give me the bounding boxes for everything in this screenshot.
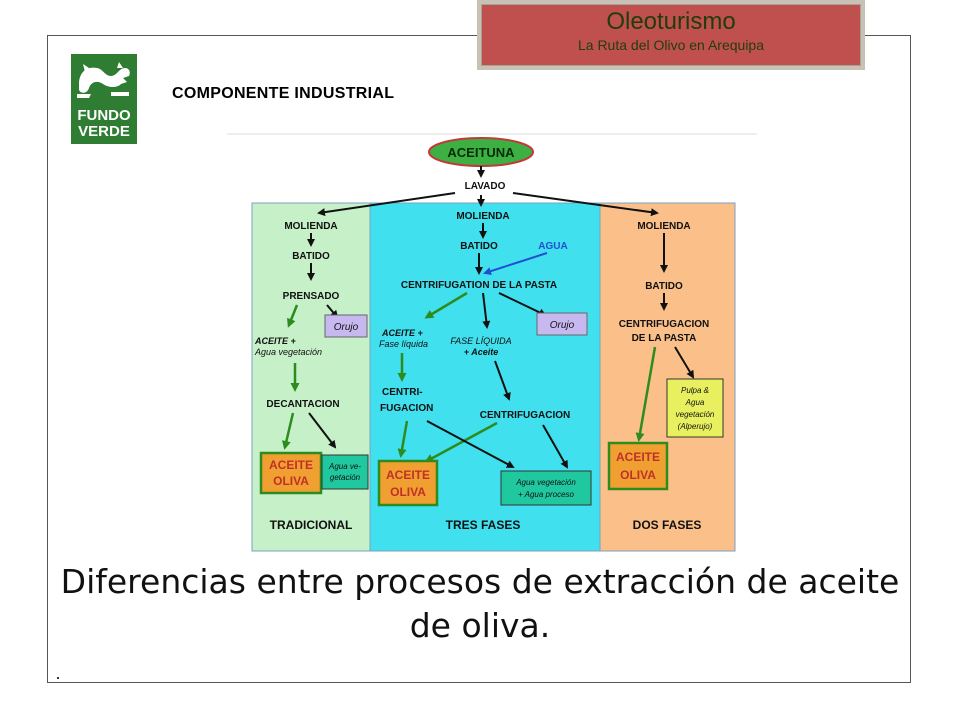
tres-water-line2: + Agua proceso — [518, 490, 575, 499]
logo-text-line2: VERDE — [78, 123, 130, 140]
tres-batido: BATIDO — [460, 241, 498, 252]
extraction-process-diagram: ACEITUNA LAVADO MOLIENDA BATIDO PRENSADO… — [227, 133, 757, 553]
title-banner: Oleoturismo La Ruta del Olivo en Arequip… — [477, 0, 865, 70]
dos-centrif-line1: CENTRIFUGACION — [619, 319, 710, 330]
trad-oil-box — [259, 451, 323, 495]
trad-decantacion: DECANTACION — [266, 399, 339, 410]
dos-pulpa-box — [666, 378, 724, 438]
trad-water-line1: Agua ve- — [328, 462, 361, 471]
trad-water-line2: getación — [330, 473, 361, 482]
dos-pulpa-line4: (Alperujo) — [678, 422, 713, 431]
trad-oil-line1: ACEITE — [269, 458, 313, 472]
fundo-verde-logo: FUNDO VERDE — [71, 54, 137, 144]
logo-text-line1: FUNDO — [77, 107, 131, 124]
arrow-trad-mix — [287, 304, 299, 328]
trad-mix-line1: ACEITE + — [254, 336, 297, 346]
arrow-dos-pulpa — [674, 346, 695, 379]
trad-batido: BATIDO — [292, 251, 330, 262]
dos-pulpa-line1: Pulpa & — [681, 386, 709, 395]
dos-oil-line2: OLIVA — [620, 468, 656, 482]
tres-centrif-pasta: CENTRIFUGATION DE LA PASTA — [401, 280, 557, 291]
dos-pulpa-line2: Agua — [685, 398, 705, 407]
aceituna-label: ACEITUNA — [447, 145, 515, 160]
dos-batido: BATIDO — [645, 281, 683, 292]
dos-pulpa-line3: vegetación — [676, 410, 715, 419]
dos-molienda: MOLIENDA — [637, 221, 690, 232]
tres-water-line1: Agua vegetación — [515, 478, 576, 487]
trad-oil-line2: OLIVA — [273, 474, 309, 488]
arrow-tres-centrifugacion — [494, 360, 511, 401]
tres-oil-line1: ACEITE — [386, 468, 430, 482]
tres-mix2-line1: FASE LÍQUIDA — [450, 336, 511, 346]
banner-subtitle: La Ruta del Olivo en Arequipa — [577, 37, 764, 53]
tres-agua: AGUA — [538, 241, 567, 252]
footer-dot — [57, 677, 59, 679]
dos-centrif-line2: DE LA PASTA — [632, 333, 697, 344]
tres-centri-line1: CENTRI- — [382, 387, 423, 398]
arrow-dos-oil — [635, 346, 657, 442]
slide-caption: Diferencias entre procesos de extracción… — [60, 562, 900, 645]
trad-water-box — [321, 454, 369, 490]
tres-column-label: TRES FASES — [446, 518, 521, 532]
trad-molienda: MOLIENDA — [284, 221, 337, 232]
tres-orujo-label: Orujo — [550, 320, 575, 331]
tres-oil-box — [377, 459, 439, 507]
trad-prensado: PRENSADO — [283, 291, 340, 302]
arrow-agua-input — [483, 252, 548, 275]
trad-orujo-box — [324, 314, 368, 338]
dos-oil-box — [607, 441, 669, 491]
arrow-trad-water — [308, 412, 337, 449]
trad-mix-line2: Agua vegetación — [254, 347, 322, 357]
arrow-tres-water-b — [542, 424, 568, 469]
trad-column-label: TRADICIONAL — [270, 518, 353, 532]
dos-fases-column — [599, 202, 736, 552]
dos-column-label: DOS FASES — [633, 518, 702, 532]
dos-oil-line1: ACEITE — [616, 450, 660, 464]
tres-orujo-box — [536, 312, 588, 336]
lizard-emblem-icon — [77, 62, 130, 98]
tres-mix1-line1: ACEITE + — [381, 328, 424, 338]
tres-centrifugacion: CENTRIFUGACION — [480, 410, 571, 421]
arrow-tres-mix1 — [424, 291, 468, 319]
lavado-label: LAVADO — [465, 181, 506, 192]
arrow-tres-mix2 — [482, 292, 491, 329]
tres-mix1-line2: Fase líquida — [379, 339, 428, 349]
tres-water-box — [500, 470, 592, 506]
arrow-trad-oil — [281, 412, 295, 450]
title-banner-inner: Oleoturismo La Ruta del Olivo en Arequip… — [481, 4, 861, 66]
arrow-lavado-tradicional — [317, 192, 456, 217]
tres-mix2-line2: + Aceite — [464, 347, 498, 357]
arrow-tres-water-a — [426, 420, 515, 468]
section-heading: COMPONENTE INDUSTRIAL — [172, 85, 395, 102]
trad-orujo-label: Orujo — [334, 322, 359, 333]
arrow-lavado-dos — [512, 192, 659, 217]
tres-molienda: MOLIENDA — [456, 211, 509, 222]
banner-title: Oleoturismo — [606, 8, 736, 35]
arrow-tres-oil-b — [424, 421, 498, 463]
tres-centri-line2: FUGACION — [380, 403, 433, 414]
arrow-tres-orujo — [498, 292, 547, 317]
tres-oil-line2: OLIVA — [390, 485, 426, 499]
arrow-tres-oil-a — [397, 420, 409, 458]
